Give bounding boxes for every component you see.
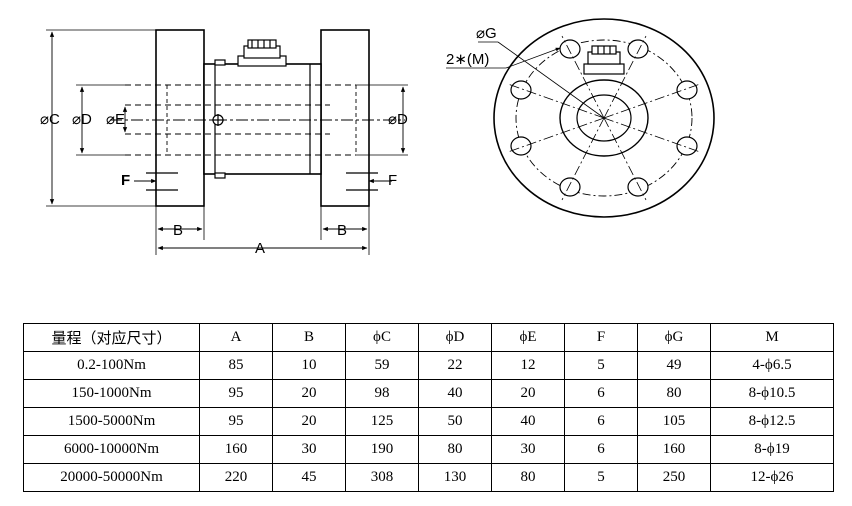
bore-circle <box>576 94 632 142</box>
cell-d: 130 <box>418 463 492 492</box>
header-range: 量程（对应尺寸） <box>23 323 200 352</box>
label-a: A <box>255 240 265 257</box>
bolt-hole <box>676 80 698 100</box>
cell-a: 95 <box>199 379 273 408</box>
label-dia-d-left: ⌀D <box>72 111 92 128</box>
cell-f: 6 <box>564 407 638 436</box>
cell-c: 125 <box>345 407 419 436</box>
bolt-hole <box>559 39 581 59</box>
side-view <box>46 29 408 255</box>
cell-g: 250 <box>637 463 711 492</box>
cell-m: 8-ϕ10.5 <box>710 379 834 408</box>
cell-g: 160 <box>637 435 711 464</box>
cell-e: 80 <box>491 463 565 492</box>
header-c: ϕC <box>345 323 419 352</box>
bolt-hole <box>559 177 581 197</box>
cell-g: 49 <box>637 351 711 380</box>
dimension-table: 量程（对应尺寸） A B ϕC ϕD ϕE F ϕG M 0.2-100Nm 8… <box>23 323 834 492</box>
cell-d: 40 <box>418 379 492 408</box>
header-b: B <box>272 323 346 352</box>
cell-g: 105 <box>637 407 711 436</box>
cell-b: 20 <box>272 379 346 408</box>
label-dia-d-right: ⌀D <box>388 111 408 128</box>
cell-m: 8-ϕ12.5 <box>710 407 834 436</box>
cell-a: 160 <box>199 435 273 464</box>
cell-e: 40 <box>491 407 565 436</box>
outer-flange-circle <box>493 18 715 218</box>
header-e: ϕE <box>491 323 565 352</box>
bolt-hole <box>510 136 532 156</box>
cell-g: 80 <box>637 379 711 408</box>
header-d: ϕD <box>418 323 492 352</box>
table-row: 0.2-100Nm 85 10 59 22 12 5 49 4-ϕ6.5 <box>23 351 834 380</box>
cell-c: 59 <box>345 351 419 380</box>
hub-circle <box>559 79 649 157</box>
right-flange <box>320 29 370 207</box>
cell-a: 95 <box>199 407 273 436</box>
table-row: 6000-10000Nm 160 30 190 80 30 6 160 8-ϕ1… <box>23 435 834 464</box>
header-g: ϕG <box>637 323 711 352</box>
cell-m: 4-ϕ6.5 <box>710 351 834 380</box>
cell-c: 190 <box>345 435 419 464</box>
cell-b: 45 <box>272 463 346 492</box>
label-dia-e: ⌀E <box>106 111 125 128</box>
cell-d: 22 <box>418 351 492 380</box>
cell-f: 6 <box>564 379 638 408</box>
cell-range: 150-1000Nm <box>23 379 200 408</box>
table-row: 20000-50000Nm 220 45 308 130 80 5 250 12… <box>23 463 834 492</box>
cell-b: 30 <box>272 435 346 464</box>
cell-d: 80 <box>418 435 492 464</box>
cell-m: 12-ϕ26 <box>710 463 834 492</box>
cell-e: 12 <box>491 351 565 380</box>
left-flange <box>155 29 205 207</box>
connector <box>237 39 287 67</box>
front-connector <box>583 45 625 75</box>
cell-c: 98 <box>345 379 419 408</box>
cell-range: 1500-5000Nm <box>23 407 200 436</box>
label-b-left: B <box>173 222 183 239</box>
cell-range: 20000-50000Nm <box>23 463 200 492</box>
table-header-row: 量程（对应尺寸） A B ϕC ϕD ϕE F ϕG M <box>23 323 834 352</box>
label-dia-g: ⌀G <box>476 25 497 42</box>
label-b-right: B <box>337 222 347 239</box>
front-view <box>446 18 715 218</box>
bolt-hole <box>627 39 649 59</box>
cell-f: 5 <box>564 463 638 492</box>
label-f-right: F <box>388 172 397 189</box>
table-row: 1500-5000Nm 95 20 125 50 40 6 105 8-ϕ12.… <box>23 407 834 436</box>
bolt-hole <box>627 177 649 197</box>
cell-a: 85 <box>199 351 273 380</box>
bolt-hole <box>676 136 698 156</box>
bolt-hole <box>510 80 532 100</box>
cell-d: 50 <box>418 407 492 436</box>
cell-b: 20 <box>272 407 346 436</box>
header-a: A <box>199 323 273 352</box>
label-f-left: F <box>121 172 130 189</box>
cell-c: 308 <box>345 463 419 492</box>
sensor-dimension-drawing: ⌀C ⌀D ⌀E ⌀D F F B B A <box>40 18 715 257</box>
label-holes: 2∗(M) <box>446 51 489 68</box>
cell-b: 10 <box>272 351 346 380</box>
cell-a: 220 <box>199 463 273 492</box>
cell-range: 6000-10000Nm <box>23 435 200 464</box>
cell-e: 20 <box>491 379 565 408</box>
bolt-circle <box>515 39 693 197</box>
cell-f: 5 <box>564 351 638 380</box>
table-row: 150-1000Nm 95 20 98 40 20 6 80 8-ϕ10.5 <box>23 379 834 408</box>
cell-m: 8-ϕ19 <box>710 435 834 464</box>
header-m: M <box>710 323 834 352</box>
cell-f: 6 <box>564 435 638 464</box>
header-f: F <box>564 323 638 352</box>
cell-e: 30 <box>491 435 565 464</box>
cell-range: 0.2-100Nm <box>23 351 200 380</box>
label-dia-c: ⌀C <box>40 111 60 128</box>
